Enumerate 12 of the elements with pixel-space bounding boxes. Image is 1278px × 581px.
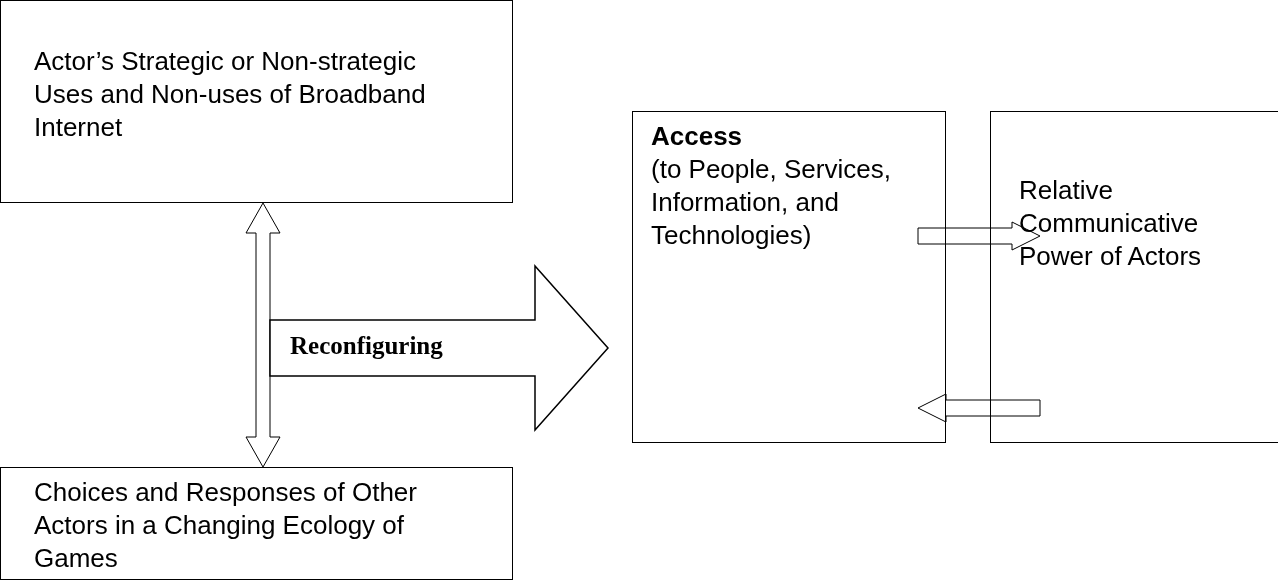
hollow-arrow [917, 221, 1041, 251]
box-text: Relative Communicative Power of Actors [1019, 174, 1203, 273]
text-box [632, 111, 946, 443]
text-box [0, 467, 513, 580]
box-text: Choices and Responses of Other Actors in a Changing Ecology of Games [34, 476, 418, 575]
hollow-arrow [917, 393, 1041, 423]
heading: Access [651, 120, 744, 153]
text-box [990, 111, 1278, 443]
box-text: Actor’s Strategic or Non-strategic Uses and Non-uses of Broadband Internet [34, 45, 427, 144]
hollow-arrow [245, 202, 281, 468]
box-text: (to People, Services, Information, and Technologies) [651, 153, 892, 252]
text-box [0, 0, 513, 203]
